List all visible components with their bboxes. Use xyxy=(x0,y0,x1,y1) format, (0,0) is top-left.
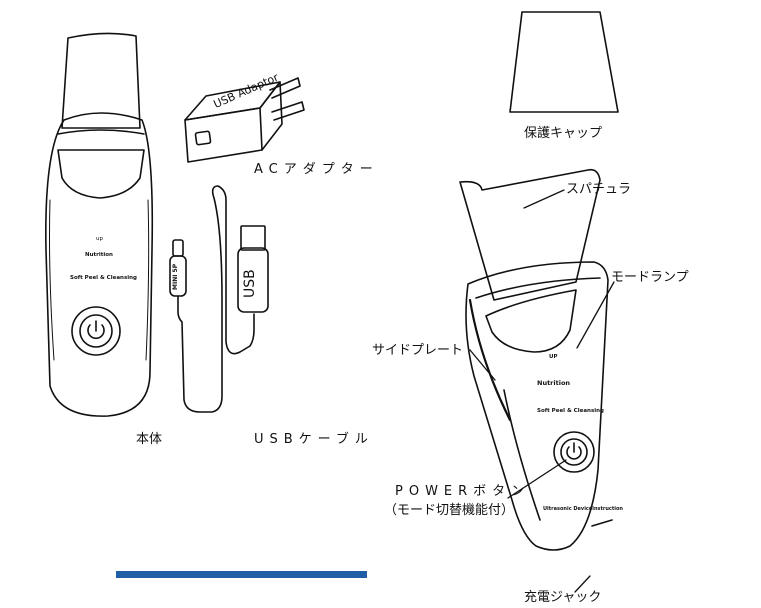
left-body-shell xyxy=(45,112,154,417)
usb-adapter xyxy=(184,77,305,163)
usb-cable xyxy=(169,185,269,413)
right-power-ring-outer xyxy=(553,431,595,473)
left-nutrition-text: Nutrition xyxy=(85,252,113,258)
adapter-prong-1 xyxy=(269,77,301,99)
right-nutrition-text: Nutrition xyxy=(537,379,571,387)
adapter-prong-2 xyxy=(271,101,305,121)
mini-plug-text: MINI 5P xyxy=(172,263,179,290)
label-power-button-note: （モード切替機能付） xyxy=(384,503,515,518)
right-spatula-blade xyxy=(459,168,601,301)
left-mode-text: up xyxy=(96,236,103,242)
protective-cap xyxy=(509,11,619,113)
charge-jack-port xyxy=(591,519,613,527)
label-mode-lamp: モードランプ xyxy=(611,270,689,285)
right-mode-text: UP xyxy=(549,354,558,360)
label-cap: 保護キャップ xyxy=(524,126,603,141)
left-power-icon xyxy=(87,324,105,340)
label-side-plate: サイドプレート xyxy=(372,343,464,358)
label-charge-jack: 充電ジャック xyxy=(524,590,602,605)
left-softpeel-text: Soft Peel & Cleansing xyxy=(70,275,137,281)
accent-bar xyxy=(116,571,367,578)
right-shield-window xyxy=(485,289,577,353)
left-shield-window xyxy=(57,149,145,199)
label-power-button: POWERボタン xyxy=(395,484,531,499)
left-spatula-blade xyxy=(61,32,141,129)
right-body-shell xyxy=(465,261,609,551)
usb-plug-text: USB xyxy=(242,269,258,298)
label-body: 本体 xyxy=(136,432,163,447)
adapter-usb-port xyxy=(194,130,212,146)
right-device xyxy=(459,168,613,551)
right-brand-text: Ultrasonic Deviceinstruction xyxy=(543,506,623,512)
side-plate xyxy=(468,298,512,422)
usb-a-plug xyxy=(237,247,269,313)
right-power-icon xyxy=(566,446,582,460)
main-body-device xyxy=(45,32,154,417)
right-softpeel-text: Soft Peel & Cleansing xyxy=(537,408,604,414)
left-power-ring-outer xyxy=(71,306,121,356)
label-spatula: スパチュラ xyxy=(566,182,632,197)
leader-lines xyxy=(469,189,615,593)
label-usb-cable: USBケーブル xyxy=(254,432,374,447)
label-ac-adapter: ACアダプター xyxy=(254,162,379,177)
